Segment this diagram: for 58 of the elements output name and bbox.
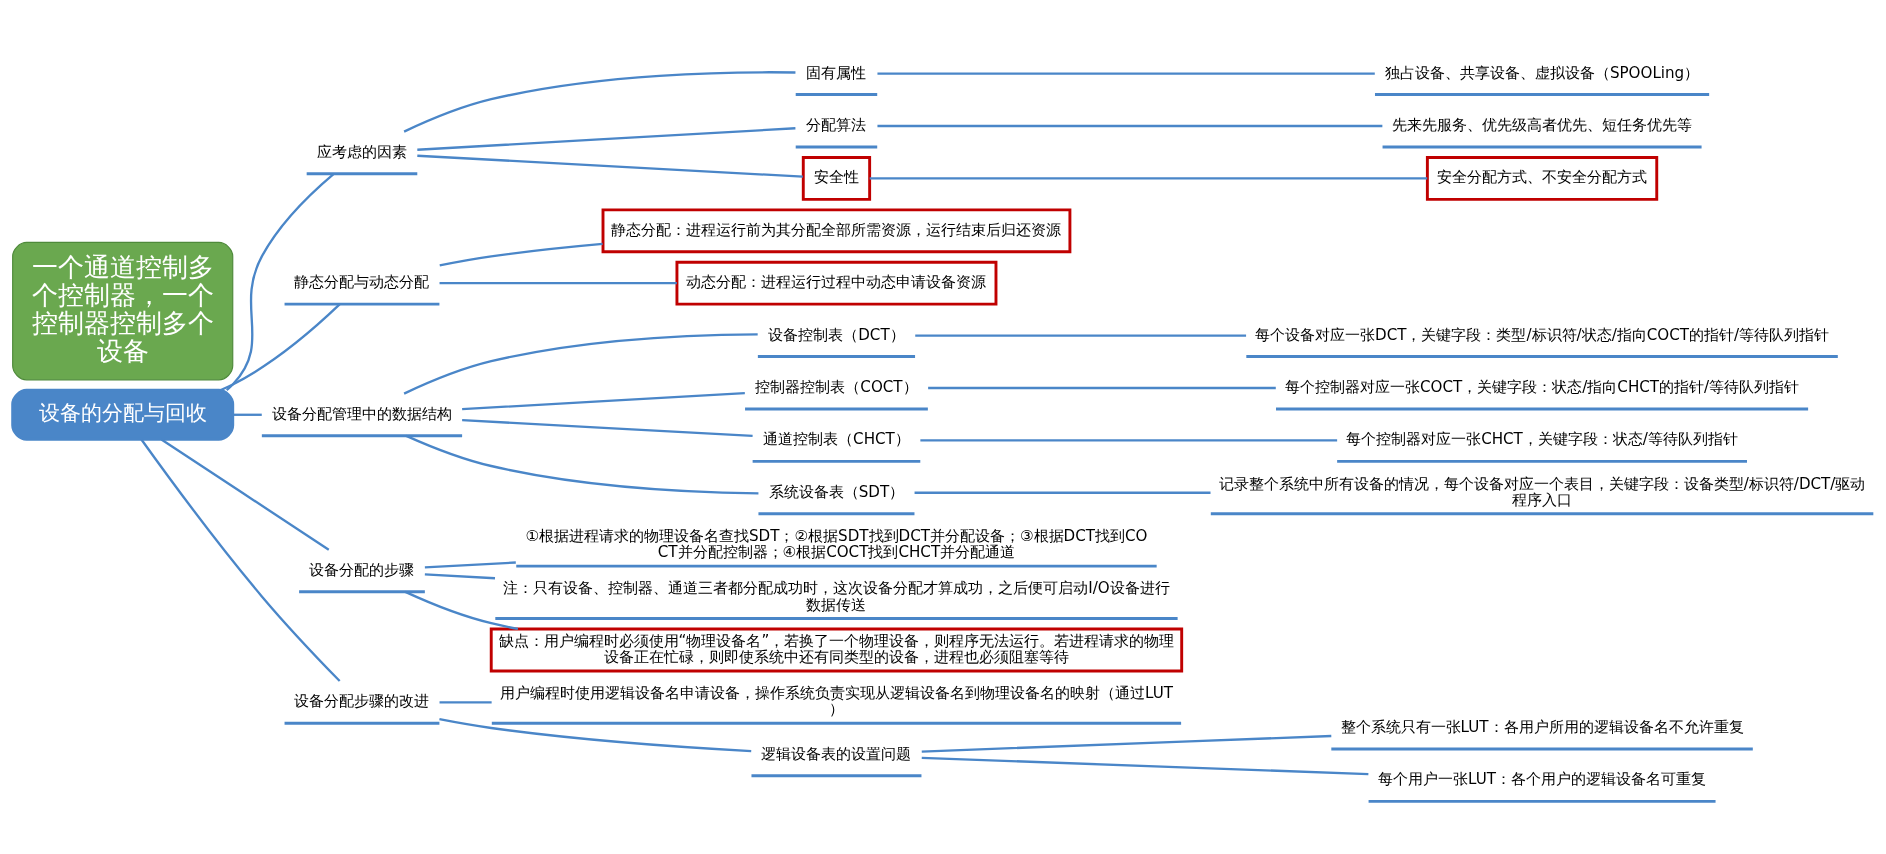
connector <box>417 127 796 151</box>
node-box: 一个通道控制多个控制器，一个控制器控制多个设备 <box>12 241 234 381</box>
connector <box>424 573 496 580</box>
connector <box>462 391 745 411</box>
node-text: 控制器控制表（COCT） <box>755 377 918 396</box>
node-box: 缺点：用户编程时必须使用“物理设备名”，若换了一个物理设备，则程序无法运行。若进程请求的物理设备正在忙碌，则即使系统中还有同类型的设备，进程也必须阻塞等待 <box>489 627 1184 673</box>
node-text: 记录整个系统中所有设备的情况，每个设备对应一个表目，关键字段：设备类型/标识符/DCT/驱动程序入口 <box>1218 474 1866 509</box>
node-box: 静态分配：进程运行前为其分配全部所需资源，运行结束后归还资源 <box>601 208 1072 254</box>
connector <box>439 282 677 285</box>
connector <box>462 418 753 438</box>
node-text: 设备控制表（DCT） <box>768 325 905 344</box>
node-text: ①根据进程请求的物理设备名查找SDT；②根据SDT找到DCT并分配设备；③根据DCT找到COCT并分配控制器；④根据COCT找到CHCT并分配通道 <box>525 526 1148 562</box>
connector <box>915 334 1247 337</box>
node-text: 用户编程时使用逻辑设备名申请设备，操作系统负责实现从逻辑设备名到物理设备名的映射（通过LUT） <box>499 684 1173 719</box>
node-box: 设备的分配与回收 <box>11 388 235 441</box>
node-text: 每个设备对应一张DCT，关键字段：类型/标识符/状态/指向COCT的指针/等待队列指针 <box>1255 325 1830 344</box>
connector <box>417 154 803 178</box>
connector <box>928 386 1276 390</box>
node-text: 固有属性 <box>806 63 867 82</box>
connector <box>424 561 516 569</box>
connector <box>439 701 492 704</box>
connector <box>877 124 1383 128</box>
node-text: 静态分配与动态分配 <box>294 273 430 292</box>
node-box: 安全性 <box>801 156 872 201</box>
node-text: 每个控制器对应一张COCT，关键字段：状态/指向CHCT的指针/等待队列指针 <box>1284 377 1800 396</box>
connector <box>921 756 1369 776</box>
connector <box>921 734 1332 753</box>
connector <box>403 333 758 395</box>
node-text: 设备分配的步骤 <box>309 560 415 579</box>
connector <box>219 303 341 392</box>
node-text: 先来先服务、优先级高者优先、短任务优先等 <box>1392 115 1693 134</box>
node-text: 设备分配步骤的改进 <box>294 692 430 711</box>
node-text: 注：只有设备、控制器、通道三者都分配成功时，这次设备分配才算成功，之后便可启动I/O设备进行数据传送 <box>503 579 1170 614</box>
connector <box>160 438 330 551</box>
node-text: 独占设备、共享设备、虚拟设备（SPOOLing） <box>1384 63 1700 82</box>
node-text: 通道控制表（CHCT） <box>763 430 910 449</box>
connector <box>869 177 1428 180</box>
connector <box>439 242 603 267</box>
connector <box>877 72 1375 75</box>
node-text: 每个用户一张LUT：各个用户的逻辑设备名可重复 <box>1378 770 1707 789</box>
connector <box>403 71 796 133</box>
node-text: 设备分配管理中的数据结构 <box>271 404 452 423</box>
connector <box>225 173 335 391</box>
connector <box>920 439 1338 442</box>
node-box: 安全分配方式、不安全分配方式 <box>1425 156 1659 201</box>
connector <box>404 590 519 631</box>
connector <box>405 434 759 495</box>
node-box: 动态分配：进程运行过程中动态申请设备资源 <box>675 260 998 306</box>
node-text: 每个控制器对应一张CHCT，关键字段：状态/等待队列指针 <box>1346 430 1738 449</box>
node-text: 应考虑的因素 <box>316 142 407 161</box>
connector <box>439 718 752 753</box>
node-text: 分配算法 <box>806 115 867 134</box>
node-text: 整个系统只有一张LUT：各用户所用的逻辑设备名不允许重复 <box>1340 717 1744 736</box>
connector <box>914 491 1211 494</box>
connector <box>140 438 341 682</box>
node-text: 系统设备表（SDT） <box>768 482 905 501</box>
node-text: 逻辑设备表的设置问题 <box>761 744 912 763</box>
connector <box>233 413 262 416</box>
